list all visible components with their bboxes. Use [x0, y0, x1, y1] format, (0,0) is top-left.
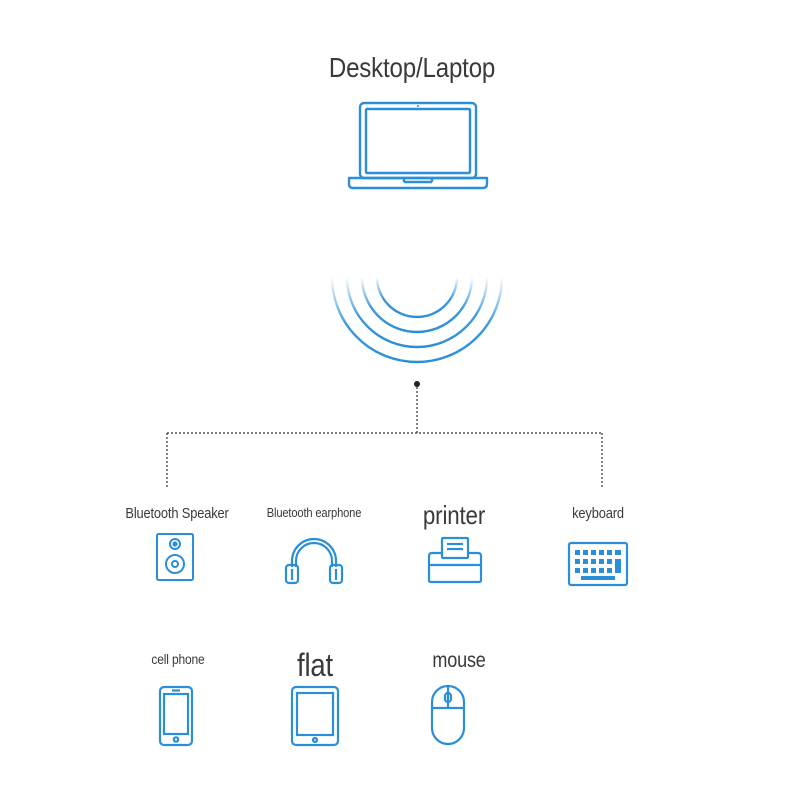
printer-label: printer [422, 500, 486, 530]
hub-label: Desktop/Laptop [328, 52, 496, 83]
wireless-signal-icon [320, 255, 520, 395]
mouse-label: mouse [432, 649, 486, 672]
keyboard-label: keyboard [572, 505, 624, 522]
cell-phone-label: cell phone [151, 651, 205, 667]
speaker-icon [155, 532, 195, 582]
phone-icon [158, 685, 194, 747]
bluetooth-speaker-label: Bluetooth Speaker [125, 505, 229, 522]
keyboard-icon [567, 541, 629, 587]
mouse-icon [430, 684, 466, 746]
bluetooth-earphone-label: Bluetooth earphone [266, 505, 362, 520]
headphones-icon [284, 535, 344, 587]
tablet-icon [290, 685, 340, 747]
laptop-icon [346, 100, 490, 192]
printer-icon [426, 535, 484, 585]
flat-label: flat [296, 647, 334, 683]
